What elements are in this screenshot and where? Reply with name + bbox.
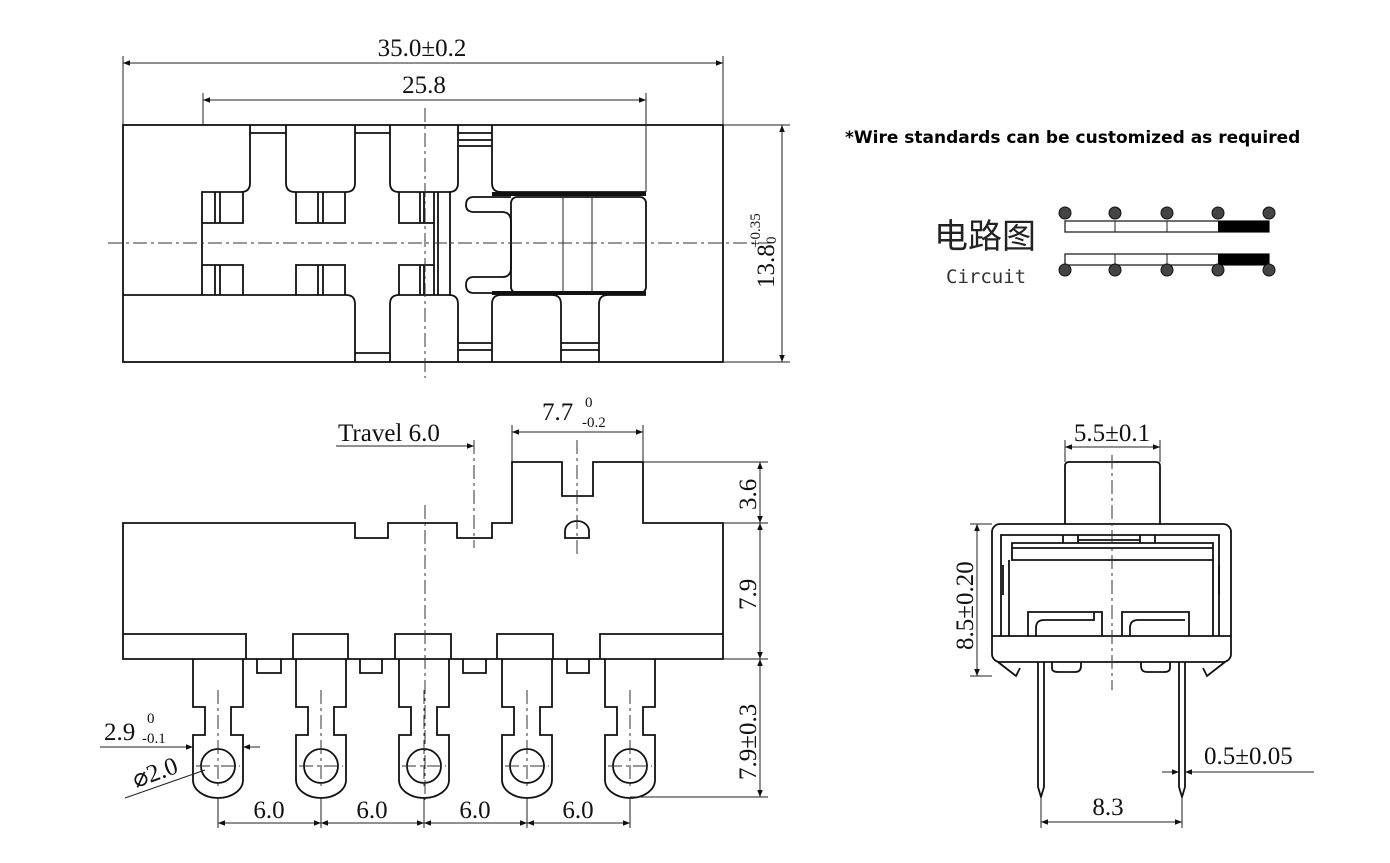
top-view: 35.0±0.2 25.8 13.8 +0.35 0: [108, 35, 790, 378]
svg-text:13.8: 13.8: [753, 244, 780, 288]
svg-text:0: 0: [147, 711, 155, 727]
pin-thickness-dim: 0.5±0.05: [1204, 743, 1293, 770]
side-view: Travel 6.0 7.7 0 -0.2 3.6 7.9 7.9±0.3 2.…: [100, 395, 768, 828]
knob-width-dim: 7.7: [542, 399, 573, 426]
end-knob-width-dim: 5.5±0.1: [1074, 420, 1150, 447]
svg-text:-0.1: -0.1: [142, 731, 166, 747]
body-height-dim: 7.9: [735, 579, 762, 610]
width-dim: 13.8 +0.35 0: [748, 213, 780, 288]
wire-note: *Wire standards can be customized as req…: [845, 128, 1300, 148]
pitch-dim-3: 6.0: [459, 797, 490, 824]
knob-height-dim: 3.6: [735, 479, 762, 510]
travel-dim: Travel 6.0: [338, 420, 440, 447]
end-height-dim: 8.5±0.20: [952, 561, 979, 650]
pin-spacing-dim: 8.3: [1092, 794, 1123, 821]
end-view: 5.5±0.1 8.5±0.20 0.5±0.05 8.3: [952, 420, 1314, 828]
circuit-diagram: 电路图 Circuit: [934, 206, 1276, 288]
pitch-dim-1: 6.0: [253, 797, 284, 824]
pin-span-dim: 25.8: [402, 72, 446, 99]
pin-length-dim: 7.9±0.3: [735, 704, 762, 780]
pins: [192, 658, 656, 799]
circuit-title-en: Circuit: [946, 266, 1026, 288]
pitch-dim-4: 6.0: [562, 797, 593, 824]
overall-length-dim: 35.0±0.2: [378, 35, 467, 62]
circuit-title-cn: 电路图: [934, 217, 1036, 257]
svg-text:+0.35: +0.35: [748, 213, 764, 248]
pitch-dim-2: 6.0: [356, 797, 387, 824]
svg-text:0: 0: [764, 237, 780, 245]
svg-text:0: 0: [585, 395, 593, 411]
pin-width-dim: 2.9: [104, 719, 135, 746]
svg-text:-0.2: -0.2: [582, 415, 606, 431]
